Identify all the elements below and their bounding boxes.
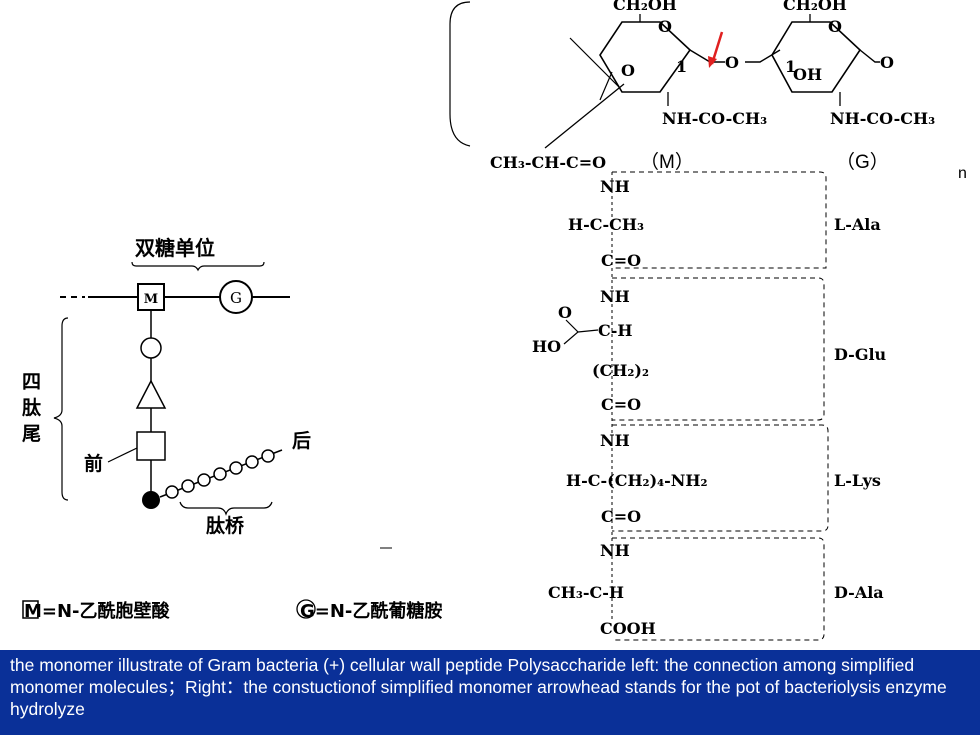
g-circle-node: [219, 280, 253, 314]
lys-co: C=O: [601, 507, 641, 526]
ala-co: C=O: [601, 251, 641, 270]
front-label: 前: [84, 452, 103, 475]
legend-g-circle: [296, 599, 316, 619]
tetrapeptide-label-1: 四: [22, 371, 41, 393]
g-label: （G）: [836, 151, 889, 173]
residue-l-lys: L-Lys: [834, 471, 881, 490]
triangle-residue: [135, 379, 167, 409]
residue-d-glu: D-Glu: [834, 345, 887, 364]
g-node-letter: G: [230, 289, 242, 307]
glu-ho: HO: [532, 337, 561, 356]
disaccharide-unit-label: 双糖单位: [135, 236, 215, 260]
circle-residue: [140, 337, 162, 359]
position-1b: 1: [785, 57, 796, 76]
glu-ch: C-H: [598, 321, 633, 340]
back-label: 后: [292, 430, 311, 452]
lys-nh: NH: [600, 431, 630, 450]
peptide-bridge: [159, 449, 283, 499]
ch2oh-2: CH₂OH: [783, 0, 847, 14]
bridge-brace: [179, 501, 273, 516]
filled-circle-residue: [142, 491, 160, 509]
m-square-node: [137, 283, 165, 311]
m-label: （M）: [640, 151, 694, 173]
nhcoch3-2: NH-CO-CH₃: [830, 109, 935, 128]
legend-g: G=N-乙酰葡糖胺: [300, 600, 442, 622]
ring-2-oxygen: O: [828, 17, 842, 36]
tetrapeptide-label-2: 肽: [22, 396, 42, 419]
sugar-ring-1: [599, 21, 692, 93]
residue-boxes: [612, 171, 829, 641]
nhcoch3-1: NH-CO-CH₃: [662, 109, 767, 128]
glu-nh: NH: [600, 287, 630, 306]
sugar-ring-2: [771, 21, 862, 93]
terminal-oxygen: O: [880, 53, 894, 72]
peptidoglycan-diagram: 双糖单位 M G 四 肽 尾 前: [22, 0, 967, 641]
dala-nh: NH: [600, 541, 630, 560]
m-node-letter: M: [144, 292, 158, 307]
arrow-head: [708, 56, 717, 68]
dala-ch: CH₃-C-H: [548, 583, 624, 602]
ala-nh: NH: [600, 177, 630, 196]
chemical-structure: CH₂OH O O 1 NH-CO-CH₃ O CH₂OH O 1 OH O N…: [449, 0, 967, 641]
residue-d-ala: D-Ala: [834, 583, 884, 602]
peptide-bridge-label: 肽桥: [206, 514, 245, 537]
glu-o: O: [558, 303, 572, 322]
residue-l-ala: L-Ala: [834, 215, 881, 234]
glu-ch2: (CH₂)₂: [592, 361, 649, 380]
caption-bar: the monomer illustrate of Gram bacteria …: [0, 650, 980, 735]
ring-1-oxygen: O: [658, 17, 672, 36]
glu-co: C=O: [601, 395, 641, 414]
position-1a: 1: [676, 57, 687, 76]
ch2oh-1: CH₂OH: [613, 0, 677, 14]
lactyl-bond: [544, 83, 625, 149]
ala-ch: H-C-CH₃: [568, 215, 644, 234]
legend-m-box: [22, 600, 39, 619]
lactyl-group: CH₃-CH-C=O: [490, 153, 606, 172]
caption-text: the monomer illustrate of Gram bacteria …: [10, 655, 947, 719]
glycosidic-oxygen: O: [725, 53, 739, 72]
simplified-monomer-diagram: 双糖单位 M G 四 肽 尾 前: [22, 236, 442, 622]
repeat-bracket: [449, 1, 471, 147]
front-pointer: [107, 447, 138, 463]
tetrapeptide-label-3: 尾: [22, 423, 41, 445]
oh-group: OH: [793, 65, 822, 84]
dala-cooh: COOH: [600, 619, 656, 638]
disaccharide-brace: [131, 261, 265, 272]
lys-ch: H-C-(CH₂)₄-NH₂: [566, 471, 708, 490]
n-repeat-label: n: [958, 165, 967, 182]
tetrapeptide-brace: [53, 317, 69, 501]
legend-m: M=N-乙酰胞壁酸: [24, 600, 171, 622]
square-residue: [136, 431, 166, 461]
ring-1-o-substituent: O: [621, 61, 635, 80]
